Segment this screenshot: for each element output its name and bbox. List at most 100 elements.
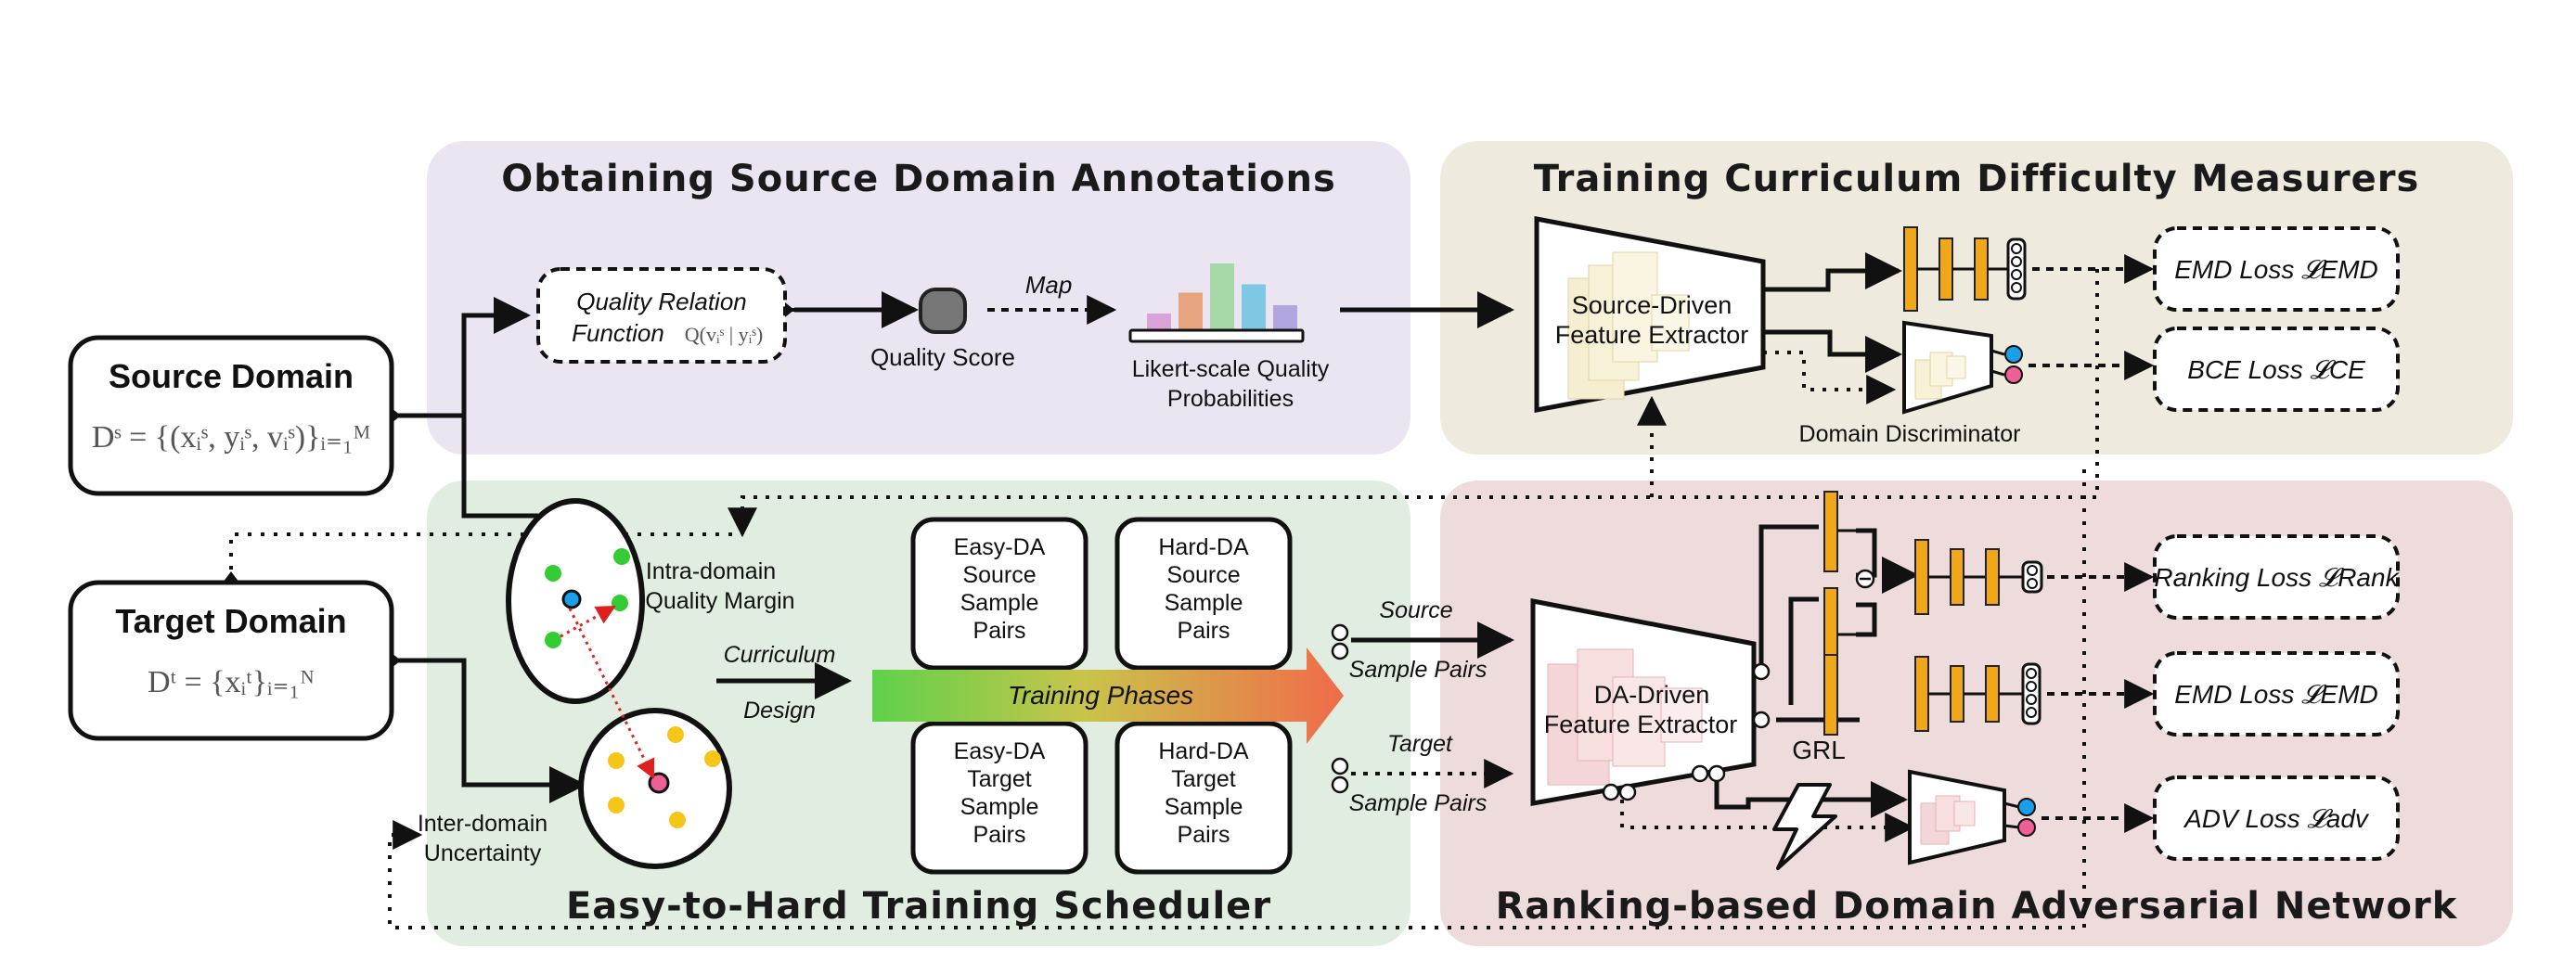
source-domain-formula: Dˢ = {(xᵢˢ, yᵢˢ, vᵢˢ)}ᵢ₌₁ᴹ — [92, 420, 370, 455]
source-domain-box: Source Domain Dˢ = {(xᵢˢ, yᵢˢ, vᵢˢ)}ᵢ₌₁ᴹ — [68, 335, 394, 496]
qrf-label-line1: Quality Relation — [576, 288, 747, 315]
likert-bar-2 — [1179, 292, 1203, 330]
source-connectors — [392, 297, 586, 803]
anchor-dot-blue — [561, 589, 582, 609]
ranking-diff-node — [1855, 569, 1875, 589]
adv-loss-box: ADV Loss 𝓛adv — [2153, 775, 2400, 861]
likert-label-line1: Likert-scale Quality — [1132, 356, 1330, 382]
mlp-top-layer-3 — [1974, 237, 1989, 301]
likert-bar-4 — [1242, 284, 1266, 330]
target-connector-diamond — [392, 653, 401, 668]
mlp-emd-layer-2 — [1950, 665, 1964, 723]
sample-pair-box-1-line-1: Easy-DA — [954, 534, 1046, 560]
curriculum-label: Curriculum — [724, 642, 836, 668]
discriminator-dot-pink — [2004, 365, 2023, 384]
sample-pair-boxes: Easy-DASourceSamplePairsHard-DASourceSam… — [910, 517, 1293, 875]
training-phases-arrow — [872, 647, 1344, 744]
inter-domain-line2: Uncertainty — [424, 840, 542, 866]
intra-domain-line2: Quality Margin — [645, 588, 794, 614]
discriminator-dot-blue — [2004, 345, 2023, 364]
pairwise-feature-bars — [1776, 491, 1856, 736]
source-pair-glyph — [1331, 623, 1349, 660]
source-extractor-line2: Feature Extractor — [1555, 321, 1749, 349]
emd-mlp — [1914, 656, 2023, 732]
grl-label: GRL — [1792, 736, 1846, 764]
adv-dot-pink — [2017, 818, 2036, 837]
emd-loss-bottom-box: EMD Loss 𝓛EMD — [2153, 651, 2400, 737]
panel-title-scheduler: Easy-to-Hard Training Scheduler — [566, 885, 1271, 928]
qrf-formula: Q(vᵢˢ | yᵢˢ) — [685, 323, 764, 346]
sample-pair-box-3-line-1: Easy-DA — [954, 738, 1046, 764]
panel-source-annotations — [427, 141, 1410, 455]
intra-domain-ellipse — [506, 498, 645, 704]
da-extractor-line2: Feature Extractor — [1544, 711, 1738, 738]
bce-loss-label: BCE Loss 𝓛CE — [2187, 355, 2365, 384]
target-pair-glyph — [1331, 757, 1349, 794]
mlp-rank-layer-1 — [1914, 539, 1929, 615]
mlp-emd-layer-1 — [1914, 656, 1929, 732]
likert-label-line2: Probabilities — [1167, 386, 1294, 412]
likert-bar-1 — [1147, 314, 1171, 330]
ranking-loss-label: Ranking Loss 𝓛Rank — [2154, 563, 2400, 592]
inter-uncertainty-red-arrow — [568, 608, 655, 779]
sample-pair-box-2-line-2: Source — [1166, 562, 1240, 588]
sample-pair-box-3-line-3: Sample — [960, 794, 1039, 820]
sample-pair-box-4-line-3: Sample — [1165, 794, 1243, 820]
mlp-rank-layer-2 — [1950, 548, 1964, 606]
target-pairs-line1: Target — [1387, 731, 1453, 757]
qrf-label-line2: Function — [572, 319, 664, 347]
quality-score-icon — [919, 288, 967, 334]
sample-pair-box-1-line-3: Sample — [960, 590, 1039, 616]
grl-lightning — [1772, 783, 1837, 870]
da-extractor-line1: DA-Driven — [1594, 681, 1710, 709]
adv-dot-blue — [2017, 798, 2036, 816]
likert-histogram — [1147, 263, 1297, 330]
sample-pair-box-4-line-2: Target — [1171, 766, 1236, 792]
sample-pair-box-4-line-1: Hard-DA — [1158, 738, 1249, 764]
panel-title-difficulty-measurers: Training Curriculum Difficulty Measurers — [1534, 158, 2420, 200]
mlp-top-layer-1 — [1903, 226, 1918, 312]
feature-pair-glyphs — [1602, 662, 1771, 801]
intra-domain-line1: Intra-domain — [646, 558, 776, 584]
quality-mlp-top — [1903, 226, 2008, 312]
emd-feature-bar — [1823, 654, 1838, 736]
sample-pair-box-3-line-2: Target — [967, 766, 1032, 792]
source-pairs-line1: Source — [1379, 597, 1452, 623]
mlp-emd-layer-3 — [1985, 665, 2000, 723]
target-domain-title: Target Domain — [115, 602, 346, 640]
adv-loss-label: ADV Loss 𝓛adv — [2183, 804, 2370, 833]
sample-pair-box-2-line-1: Hard-DA — [1158, 534, 1249, 560]
da-driven-extractor: DA-Driven Feature Extractor — [1530, 597, 1757, 806]
sample-pair-box-2-line-3: Sample — [1165, 590, 1243, 616]
mlp-top-layer-2 — [1938, 237, 1953, 301]
measurer-connectors — [1763, 252, 1902, 373]
source-connector-diamond — [392, 408, 401, 423]
emd-loss-bottom-label: EMD Loss 𝓛EMD — [2174, 680, 2378, 709]
sample-pair-box-4-line-4: Pairs — [1178, 822, 1230, 848]
quality-relation-function: Quality Relation Function Q(vᵢˢ | yᵢˢ) — [536, 267, 787, 364]
domain-discriminator-icon — [1902, 320, 1993, 415]
sample-pair-box-1-line-4: Pairs — [973, 618, 1026, 644]
curriculum-feedback-dotted — [728, 269, 2099, 538]
design-label: Design — [743, 698, 816, 724]
bce-loss-box: BCE Loss 𝓛CE — [2153, 327, 2400, 412]
ranking-mlp — [1914, 539, 2023, 615]
ranking-loss-box: Ranking Loss 𝓛Rank — [2153, 534, 2401, 620]
panel-title-adversarial-network: Ranking-based Domain Adversarial Network — [1496, 885, 2458, 928]
training-phases-label: Training Phases — [1008, 681, 1193, 710]
emd-loss-top-box: EMD Loss 𝓛EMD — [2153, 226, 2400, 312]
target-pairs-line2: Sample Pairs — [1349, 790, 1488, 816]
sample-pair-box-3-line-4: Pairs — [973, 822, 1026, 848]
map-label: Map — [1025, 271, 1073, 299]
intra-margin-red-arrow — [560, 605, 616, 638]
target-domain-box: Target Domain Dᵗ = {xᵢᵗ}ᵢ₌₁ᴺ — [68, 580, 394, 741]
pair-feature-bar-1 — [1823, 491, 1838, 572]
inter-domain-ellipse — [578, 708, 732, 869]
target-dotted-link — [229, 532, 742, 583]
likert-baseline — [1128, 328, 1305, 343]
source-extractor-line1: Source-Driven — [1572, 291, 1732, 319]
mlp-rank-layer-3 — [1985, 548, 2000, 606]
